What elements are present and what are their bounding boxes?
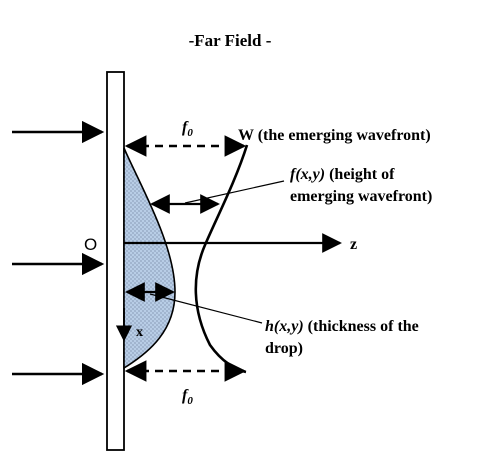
x-axis-label: x — [136, 325, 143, 340]
h-label-line2: drop) — [265, 340, 303, 357]
h-leader-line — [149, 293, 263, 324]
plate — [106, 71, 125, 451]
f-leader-line — [184, 180, 285, 204]
z-axis-label: z — [350, 236, 357, 253]
f-label-line1: f(x,y) (height of — [290, 166, 395, 183]
h-label-line1: h(x,y) (thickness of the — [265, 318, 419, 335]
f0-label-top: f0 — [182, 119, 193, 139]
f0-label-bottom: f0 — [182, 387, 193, 407]
w-label: W (the emerging wavefront) — [238, 127, 431, 144]
wavefront-curve — [194, 144, 249, 374]
origin-label: O — [84, 235, 97, 254]
f-label-line2: emerging wavefront) — [290, 188, 432, 205]
figure-title: -Far Field - — [189, 31, 272, 50]
drop-shape — [123, 147, 176, 370]
